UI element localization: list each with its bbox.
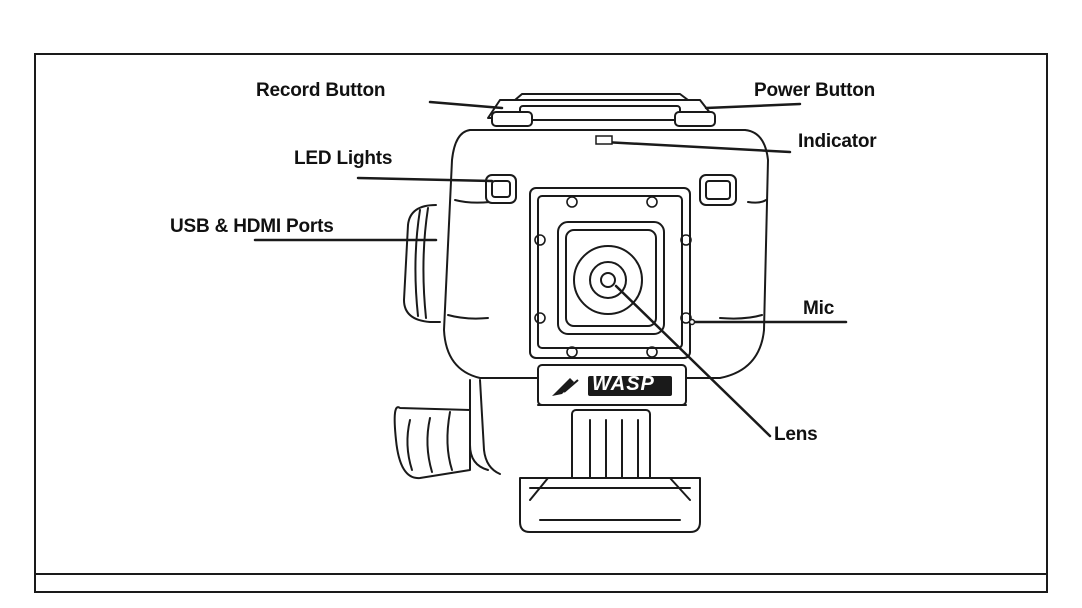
label-mic: Mic [803, 298, 835, 319]
diagram-frame [34, 53, 1048, 593]
led-light-left [485, 174, 517, 204]
usb-hdmi-port-cover [403, 204, 441, 323]
label-record-button: Record Button [256, 80, 386, 101]
label-led-lights: LED Lights [294, 148, 393, 169]
leader-record-button [428, 100, 504, 110]
mount-knob [393, 406, 471, 480]
led-light-right [699, 174, 737, 206]
leader-indicator [602, 140, 792, 154]
label-usb-hdmi-ports: USB & HDMI Ports [170, 216, 334, 237]
record-button-shape [491, 111, 533, 127]
label-lens: Lens [774, 424, 818, 445]
label-power-button: Power Button [754, 80, 876, 101]
lens-circle-outer [573, 245, 643, 315]
power-button-shape [674, 111, 716, 127]
wasp-logo-text: WASP [592, 373, 655, 395]
leader-power-button [704, 102, 802, 110]
label-indicator: Indicator [798, 131, 877, 152]
mount-base [519, 477, 701, 533]
leader-led-lights [356, 176, 494, 183]
leader-lens [614, 284, 772, 438]
frame-divider [34, 573, 1048, 575]
wasp-logo [552, 376, 672, 396]
